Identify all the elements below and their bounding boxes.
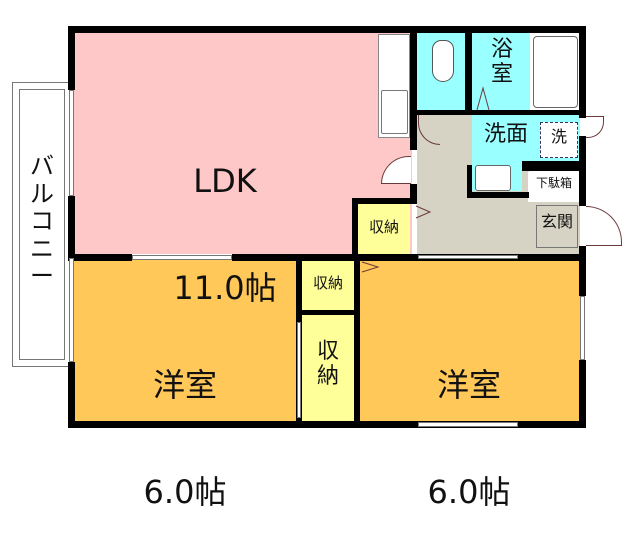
wall-right-lower — [579, 246, 586, 296]
storage-middle — [302, 258, 354, 310]
window-balcony-lower — [69, 258, 74, 362]
washing-machine-label: 洗 — [550, 127, 567, 146]
door-storage-middle-icon — [361, 261, 380, 273]
balcony-label: バ ル コ ニ ー — [30, 152, 54, 291]
storage-upper — [358, 204, 410, 254]
shoe-box-label: 下駄箱 — [535, 176, 572, 190]
wall-wet-bottom — [410, 110, 586, 115]
wall-left-mid — [68, 196, 75, 258]
wall-ldk-east-2 — [410, 184, 417, 204]
wall-storage-right — [354, 254, 360, 428]
toilet-bowl — [432, 40, 454, 82]
door-storage-upper-icon — [415, 205, 432, 219]
wall-ldk-middle — [68, 254, 132, 261]
western-room-right-size: 6.0帖 — [427, 473, 511, 512]
western-room-right-name: 洋室 — [436, 365, 501, 404]
wall-bottom — [68, 421, 586, 428]
window-ldk-bottom — [132, 255, 232, 260]
wall-right-upper — [579, 26, 586, 118]
wall-left-lower — [68, 362, 75, 428]
window-right-room-south — [418, 422, 518, 427]
entrance-label: 玄関 — [540, 212, 573, 231]
wash-basin — [475, 165, 511, 191]
bathtub — [533, 36, 578, 108]
wall-ldk-east — [410, 26, 417, 150]
bathroom — [472, 32, 530, 112]
wall-wash-bottom — [467, 192, 529, 198]
wall-shoebox-top — [522, 161, 586, 171]
window-balcony-upper — [69, 90, 74, 196]
western-room-left-size: 6.0帖 — [143, 473, 227, 512]
wall-storage-upper-top — [352, 198, 416, 204]
washing-machine-space — [540, 122, 578, 158]
shoe-box — [528, 172, 580, 202]
window-hall-bottom — [418, 255, 518, 259]
ldk-label: LDK 11.0帖 — [110, 92, 340, 343]
wall-top — [68, 26, 586, 33]
ldk-size: 11.0帖 — [173, 269, 277, 308]
wall-right-bottom — [579, 360, 586, 428]
kitchen-sink — [381, 90, 408, 134]
western-room-left — [74, 258, 296, 423]
window-right-room-east — [580, 296, 585, 360]
storage-upper-label: 収納 — [368, 218, 399, 236]
balcony: バ ル コ ニ ー — [12, 82, 72, 367]
entrance-step — [536, 205, 578, 248]
bathroom-label: 浴 室 — [490, 37, 513, 87]
western-room-right — [358, 258, 580, 423]
western-room-left-label: 洋室 6.0帖 — [74, 296, 296, 547]
western-room-left-name: 洋室 — [152, 365, 217, 404]
door-washroom-exterior[interactable] — [586, 116, 604, 138]
wall-ldk-middle-2 — [232, 254, 586, 261]
wall-right-mid — [579, 136, 586, 206]
wall-storage-upper-left — [352, 198, 358, 258]
western-room-right-label: 洋室 6.0帖 — [358, 296, 580, 547]
wall-wash-inner — [467, 165, 472, 197]
ldk-name: LDK — [193, 161, 257, 200]
door-bathroom-icon — [476, 86, 490, 110]
storage-lower-label: 収 納 — [316, 339, 339, 389]
wall-storage-divider — [296, 310, 358, 315]
door-entrance[interactable] — [586, 206, 622, 246]
window-storage-lower — [297, 322, 301, 418]
wall-left-upper — [68, 26, 75, 90]
washroom-label: 洗面 — [483, 122, 528, 147]
storage-lower — [302, 315, 354, 423]
balcony-inner-rail — [19, 89, 65, 360]
storage-middle-label: 収納 — [312, 274, 343, 292]
wall-toilet-bath — [465, 26, 472, 112]
